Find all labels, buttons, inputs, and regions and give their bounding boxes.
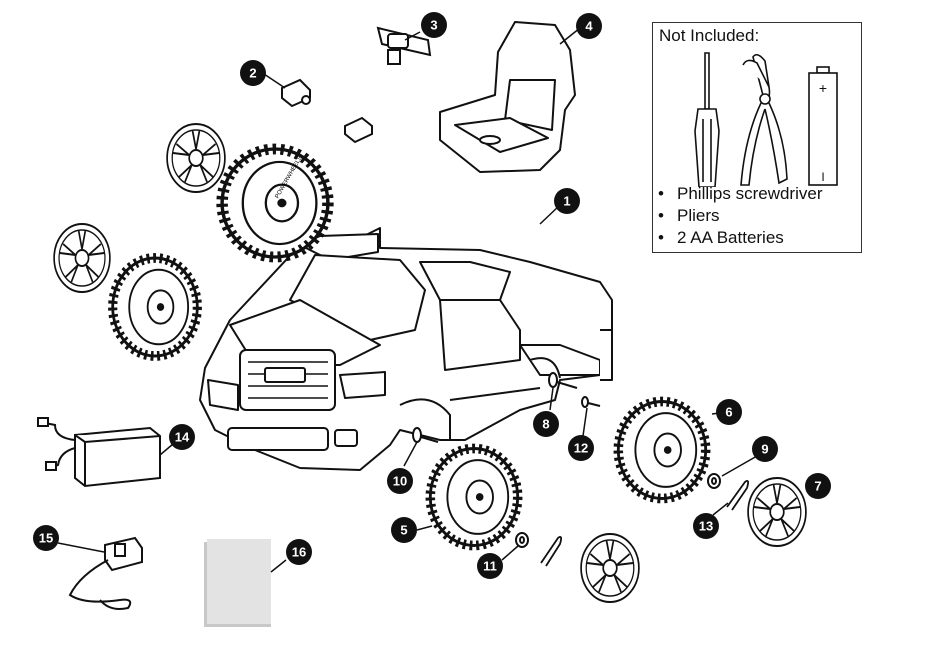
hubcap-icon	[53, 223, 111, 293]
callout-circle	[805, 473, 831, 499]
leader-line-8	[549, 387, 554, 411]
callout-7: 7	[805, 473, 831, 499]
leader-line-2	[263, 73, 286, 89]
hubcap-icon	[580, 533, 640, 603]
callout-number: 2	[249, 66, 256, 81]
callout-2: 2	[240, 60, 266, 86]
not-included-item: Phillips screwdriver	[653, 183, 822, 205]
callout-6: 6	[716, 399, 742, 425]
seat-knob-icon	[281, 78, 373, 144]
callout-13: 13	[693, 513, 719, 539]
callout-12: 12	[568, 435, 594, 461]
callout-9: 9	[752, 436, 778, 462]
not-included-item: 2 AA Batteries	[653, 227, 822, 249]
wheel-icon	[618, 402, 705, 499]
aa-battery-icon: + I	[808, 66, 838, 186]
callout-number: 6	[725, 405, 732, 420]
callout-3: 3	[421, 12, 447, 38]
leader-line-13	[712, 502, 729, 516]
pliers-icon	[740, 53, 788, 186]
callout-number: 10	[393, 474, 407, 489]
leader-line-10	[403, 441, 418, 467]
hubcap-icon	[747, 477, 807, 547]
callout-circle	[286, 539, 312, 565]
callout-15: 15	[33, 525, 59, 551]
callout-11: 11	[477, 553, 503, 579]
wheel-icon	[430, 449, 517, 546]
charger-icon	[68, 536, 143, 610]
battery-minus-sign: I	[821, 170, 824, 184]
callout-number: 12	[574, 441, 588, 456]
leader-line-12	[582, 407, 588, 437]
callout-4: 4	[576, 13, 602, 39]
callout-number: 3	[430, 18, 437, 33]
seat-icon	[439, 21, 576, 173]
callout-circle	[240, 60, 266, 86]
callout-number: 9	[761, 442, 768, 457]
battery-plus-sign: +	[819, 80, 827, 96]
callout-circle	[477, 553, 503, 579]
callout-circle	[391, 517, 417, 543]
callout-number: 14	[175, 430, 190, 445]
leader-line-14	[159, 443, 174, 456]
wheel-icon	[222, 149, 328, 257]
leader-line-5	[416, 525, 433, 531]
callout-8: 8	[533, 411, 559, 437]
not-included-box: Not Included: + I Phillips screwdriver P…	[652, 22, 862, 253]
callout-number: 8	[542, 417, 549, 432]
hubcap-icon	[166, 123, 226, 193]
cotter-pin-icon	[540, 535, 563, 567]
washer-icon	[515, 532, 529, 548]
not-included-item: Pliers	[653, 205, 822, 227]
callout-16: 16	[286, 539, 312, 565]
callout-circle	[421, 12, 447, 38]
callout-circle	[693, 513, 719, 539]
not-included-list: Phillips screwdriver Pliers 2 AA Batteri…	[653, 183, 822, 249]
callout-number: 16	[292, 545, 306, 560]
vehicle-body-icon	[199, 227, 613, 471]
callout-circle	[33, 525, 59, 551]
leader-line-3	[404, 31, 421, 41]
callout-1: 1	[554, 188, 580, 214]
callout-number: 13	[699, 519, 713, 534]
callout-number: 11	[483, 559, 497, 574]
tools-illustration: + I	[694, 52, 838, 187]
axle-icon	[548, 372, 578, 389]
callout-number: 4	[585, 19, 593, 34]
callout-circle	[716, 399, 742, 425]
callout-5: 5	[391, 517, 417, 543]
callout-number: 7	[814, 479, 821, 494]
callout-circle	[533, 411, 559, 437]
leader-line-11	[501, 545, 519, 561]
cotter-pin-icon	[726, 479, 750, 511]
callout-circle	[169, 424, 195, 450]
callout-14: 14	[169, 424, 195, 450]
callout-circle	[554, 188, 580, 214]
callout-circle	[752, 436, 778, 462]
not-included-title: Not Included:	[659, 26, 760, 45]
leader-line-15	[57, 542, 105, 553]
callout-circle	[576, 13, 602, 39]
wheel-icon	[113, 258, 198, 356]
callout-circle	[568, 435, 594, 461]
washer-icon	[707, 473, 721, 489]
leader-line-4	[559, 27, 581, 45]
manual-icon	[204, 539, 271, 627]
callout-10: 10	[387, 468, 413, 494]
leader-line-16	[270, 559, 287, 573]
callout-circle	[387, 468, 413, 494]
battery-icon	[37, 417, 161, 488]
callout-number: 15	[39, 531, 53, 546]
leader-line-9	[721, 455, 758, 477]
callout-number: 1	[563, 194, 570, 209]
bolt-icon	[581, 396, 601, 408]
steering-wheel-icon	[376, 26, 432, 65]
screwdriver-icon	[694, 52, 720, 187]
callout-number: 5	[400, 523, 407, 538]
